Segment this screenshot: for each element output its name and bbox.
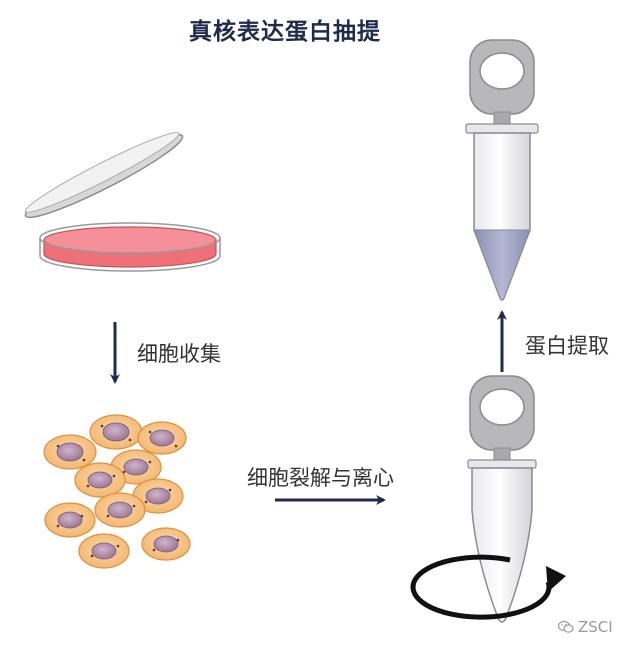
cell — [137, 421, 187, 455]
cell — [94, 492, 146, 528]
cell-cluster-icon — [43, 414, 191, 569]
protein-liquid — [473, 229, 531, 301]
step-label-lysis-centrifugation: 细胞裂解与离心 — [247, 466, 394, 490]
cell — [74, 462, 126, 498]
petri-dish-icon — [24, 132, 221, 272]
rotation-arrow-icon — [410, 554, 566, 620]
cell — [78, 533, 130, 569]
watermark: ZSCI — [558, 618, 613, 636]
cell — [132, 478, 184, 514]
watermark-text: ZSCI — [578, 618, 613, 636]
diagram-title: 真核表达蛋白抽提 — [189, 19, 381, 45]
cell — [43, 434, 97, 470]
spin-column-icon — [465, 39, 539, 301]
centrifuge-tube-icon — [467, 375, 537, 623]
cell — [44, 502, 96, 538]
cell — [89, 414, 143, 450]
step-label-protein-extraction: 蛋白提取 — [525, 334, 609, 358]
wechat-icon — [558, 620, 574, 633]
step-label-cell-collection: 细胞收集 — [137, 342, 221, 366]
cell — [141, 527, 191, 561]
